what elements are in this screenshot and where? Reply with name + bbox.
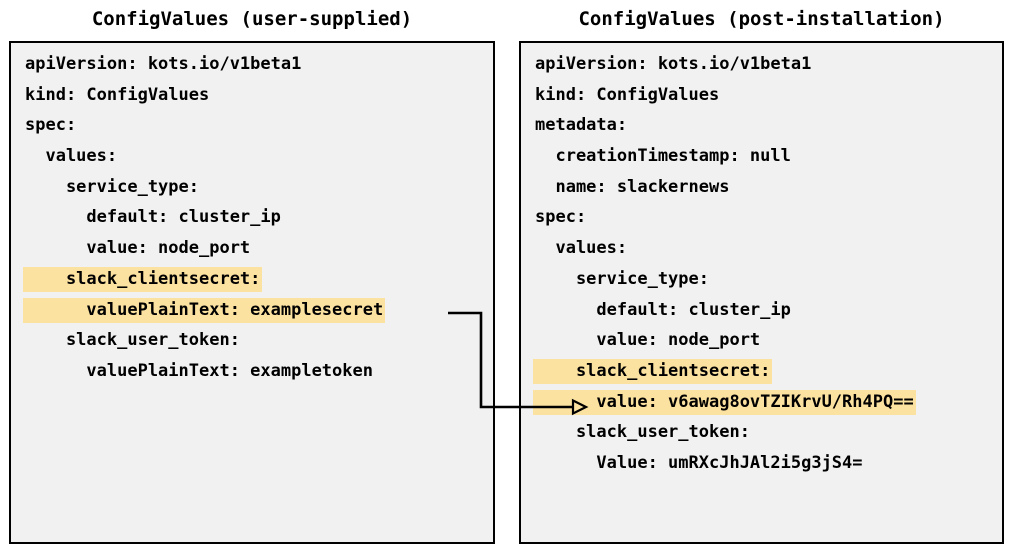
yaml-line-text: metadata:	[535, 115, 628, 136]
right-yaml-line-list: apiVersion: kots.io/v1beta1 kind: ConfigV…	[521, 49, 1002, 479]
yaml-line-text: service_type:	[25, 176, 199, 197]
yaml-line: value: v6awag8ovTZIKrvU/Rh4PQ==	[521, 387, 1002, 418]
yaml-line-text: values:	[25, 146, 118, 167]
yaml-line-text: default: cluster_ip	[535, 299, 791, 320]
yaml-line: metadata:	[521, 110, 1002, 141]
yaml-line: slack_clientsecret:	[521, 356, 1002, 387]
yaml-line: default: cluster_ip	[521, 295, 1002, 326]
yaml-line: service_type:	[521, 264, 1002, 295]
left-yaml-line-list: apiVersion: kots.io/v1beta1 kind: ConfigV…	[11, 49, 493, 387]
yaml-line-text: valuePlainText: exampletoken	[25, 360, 373, 381]
yaml-line: name: slackernews	[521, 172, 1002, 203]
yaml-line-text: value: node_port	[535, 330, 761, 351]
yaml-line: values:	[11, 141, 493, 172]
yaml-line: apiVersion: kots.io/v1beta1	[11, 49, 493, 80]
yaml-line: slack_user_token:	[521, 417, 1002, 448]
yaml-line: Value: umRXcJhJAl2i5g3jS4=	[521, 448, 1002, 479]
yaml-line: valuePlainText: exampletoken	[11, 356, 493, 387]
yaml-line-text: service_type:	[535, 268, 709, 289]
yaml-line-text-highlighted: slack_clientsecret:	[23, 266, 263, 292]
yaml-line-text: kind: ConfigValues	[535, 84, 720, 105]
yaml-line-text: spec:	[535, 207, 587, 228]
yaml-line: apiVersion: kots.io/v1beta1	[521, 49, 1002, 80]
yaml-line: slack_clientsecret:	[11, 264, 493, 295]
yaml-line-text: apiVersion: kots.io/v1beta1	[25, 54, 302, 74]
yaml-line: kind: ConfigValues	[11, 80, 493, 111]
yaml-line: creationTimestamp: null	[521, 141, 1002, 172]
yaml-line-text: default: cluster_ip	[25, 207, 281, 228]
yaml-line-text: apiVersion: kots.io/v1beta1	[535, 54, 812, 74]
left-panel-title: ConfigValues (user-supplied)	[91, 8, 413, 30]
yaml-line-text: name: slackernews	[535, 176, 730, 197]
yaml-line-text-highlighted: value: v6awag8ovTZIKrvU/Rh4PQ==	[533, 389, 916, 415]
yaml-line: kind: ConfigValues	[521, 80, 1002, 111]
yaml-line-text: kind: ConfigValues	[25, 84, 210, 105]
yaml-line: spec:	[11, 110, 493, 141]
yaml-line: valuePlainText: examplesecret	[11, 295, 493, 326]
yaml-line: spec:	[521, 202, 1002, 233]
yaml-line: slack_user_token:	[11, 325, 493, 356]
yaml-line-text: value: node_port	[25, 238, 251, 259]
yaml-line: value: node_port	[521, 325, 1002, 356]
yaml-line-text: spec:	[25, 115, 77, 136]
yaml-line-text: slack_user_token:	[535, 422, 750, 443]
yaml-line-text: creationTimestamp: null	[535, 146, 791, 167]
yaml-line-text: slack_user_token:	[25, 330, 240, 351]
yaml-line: value: node_port	[11, 233, 493, 264]
yaml-line: default: cluster_ip	[11, 202, 493, 233]
yaml-line: service_type:	[11, 172, 493, 203]
yaml-line-text: values:	[535, 238, 628, 259]
yaml-line-text-highlighted: slack_clientsecret:	[533, 358, 773, 384]
right-yaml-panel: apiVersion: kots.io/v1beta1 kind: ConfigV…	[519, 41, 1004, 544]
left-yaml-panel: apiVersion: kots.io/v1beta1 kind: ConfigV…	[9, 41, 495, 544]
yaml-line: values:	[521, 233, 1002, 264]
yaml-line-text-highlighted: valuePlainText: examplesecret	[23, 297, 386, 323]
right-panel-title: ConfigValues (post-installation)	[578, 8, 945, 30]
yaml-line-text: Value: umRXcJhJAl2i5g3jS4=	[535, 452, 863, 473]
